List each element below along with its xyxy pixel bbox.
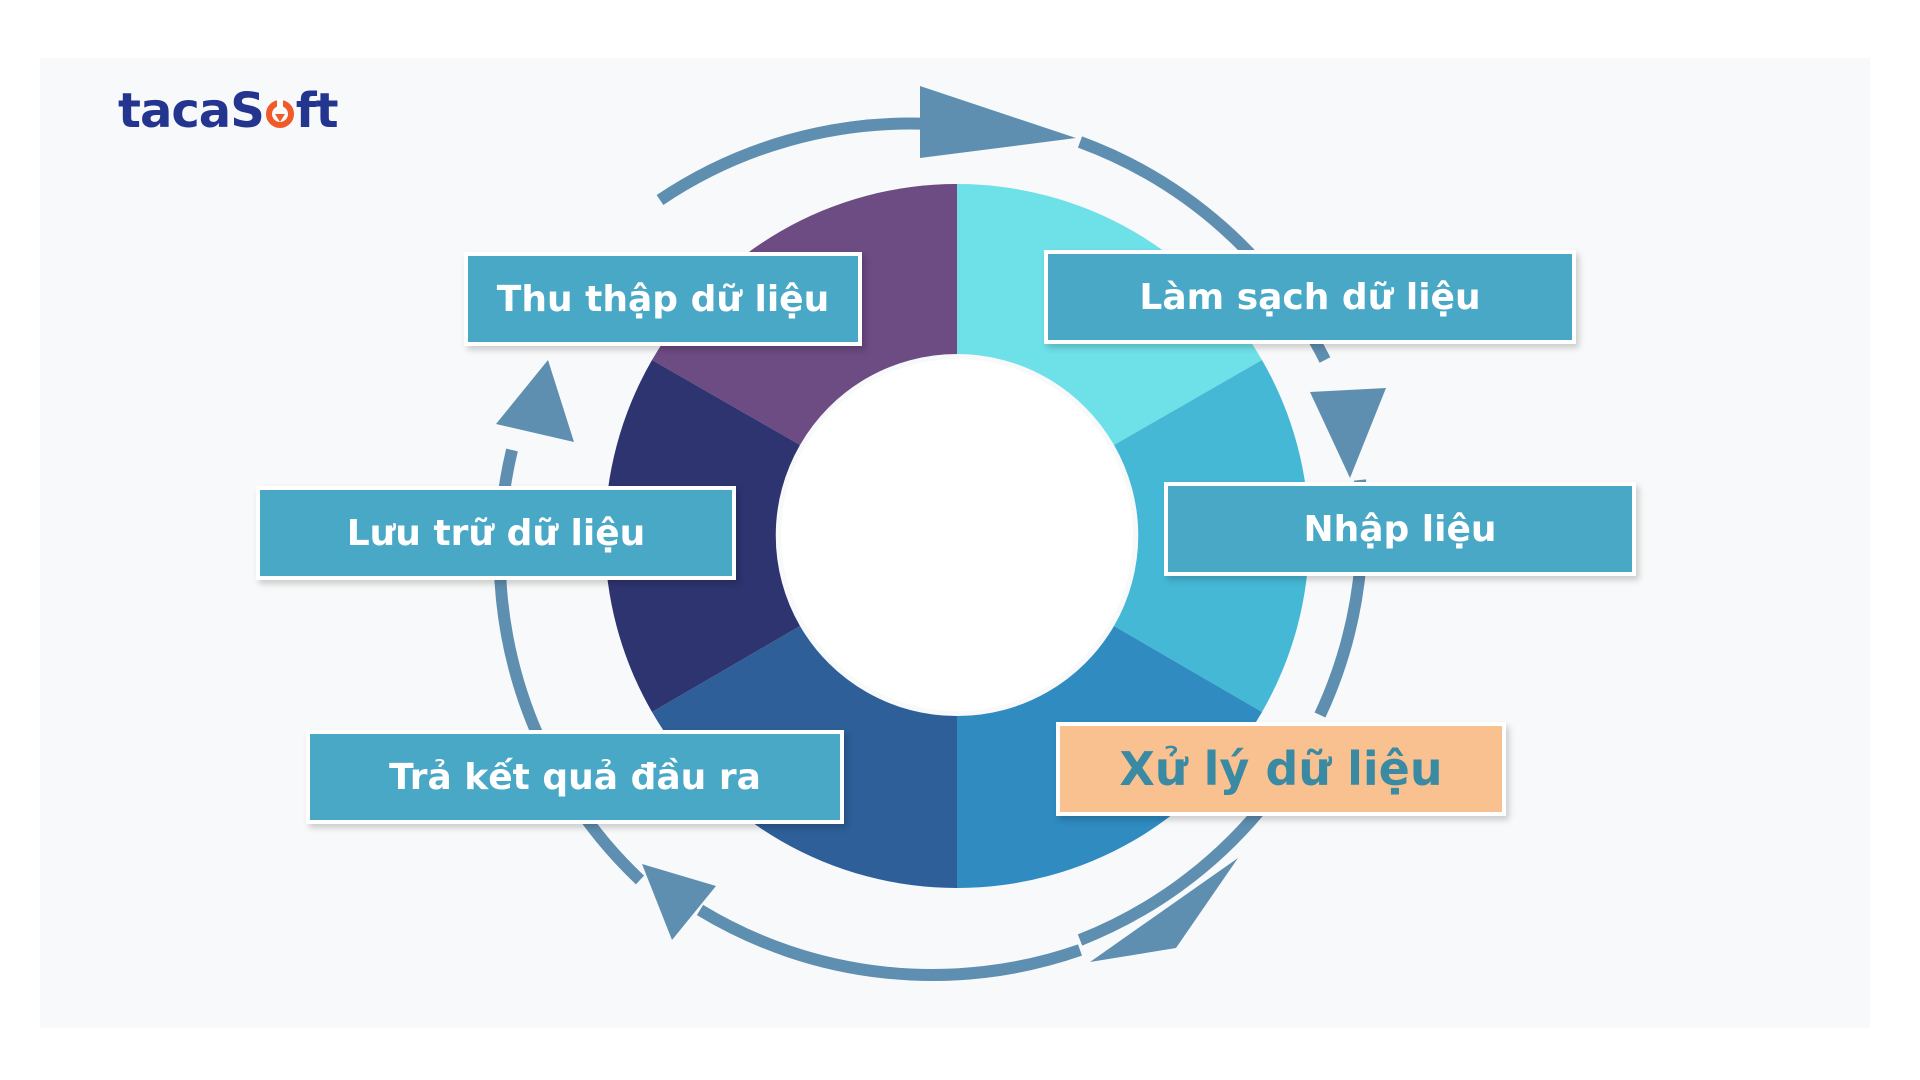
ring-arc-bottom — [696, 904, 1082, 981]
logo-text-start: taca — [118, 83, 231, 139]
arrow-head-bottom-right-icon — [1090, 858, 1238, 962]
stage-label-process-text: Xử lý dữ liệu — [1119, 742, 1443, 796]
arrow-head-bottom-left-icon — [642, 864, 716, 940]
stage-label-storage-text: Lưu trữ dữ liệu — [346, 512, 646, 554]
arrow-head-left-icon — [496, 360, 574, 442]
stage-label-clean-text: Làm sạch dữ liệu — [1139, 276, 1481, 318]
logo-o-mark-icon — [265, 99, 294, 128]
arrow-head-top-icon — [920, 86, 1076, 158]
ring-arc-bottom-right — [1077, 806, 1265, 946]
logo-text-s: S — [230, 83, 265, 139]
donut-center — [781, 359, 1133, 711]
stage-label-input: Nhập liệu — [1164, 482, 1636, 576]
cycle-arrowheads — [496, 86, 1386, 962]
stage-label-clean: Làm sạch dữ liệu — [1044, 250, 1576, 344]
stage-label-output: Trả kết quả đầu ra — [306, 730, 844, 824]
arrow-head-right-icon — [1310, 388, 1386, 478]
stage-label-storage: Lưu trữ dữ liệu — [256, 486, 736, 580]
stage-label-collect-text: Thu thập dữ liệu — [496, 278, 830, 320]
logo-text-end: ft — [295, 83, 339, 139]
stage-label-collect: Thu thập dữ liệu — [464, 252, 862, 346]
ring-arc-top — [656, 117, 931, 205]
stage-label-process: Xử lý dữ liệu — [1056, 722, 1506, 816]
stage-label-input-text: Nhập liệu — [1303, 508, 1497, 550]
stage-label-output-text: Trả kết quả đầu ra — [389, 756, 761, 798]
